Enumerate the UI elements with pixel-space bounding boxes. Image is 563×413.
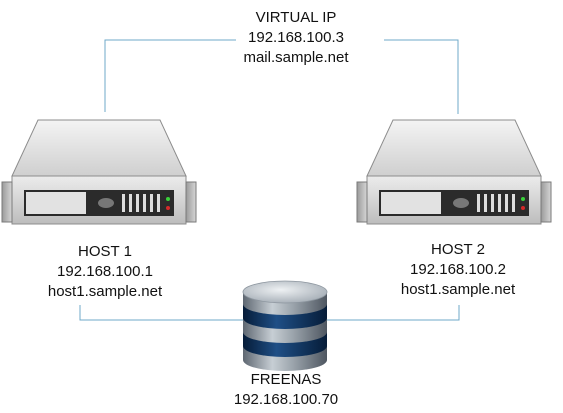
virtual-ip-title: VIRTUAL IP — [255, 9, 337, 26]
server-icon — [356, 119, 552, 225]
host1-label: HOST 1 192.168.100.1 host1.sample.net — [20, 242, 190, 302]
host2-hostname: host1.sample.net — [400, 281, 516, 298]
line-vip-host1 — [104, 39, 236, 112]
line-host1-nas — [79, 305, 248, 321]
host1-title: HOST 1 — [78, 243, 132, 260]
host2-ip: 192.168.100.2 — [410, 261, 506, 278]
host1-ip: 192.168.100.1 — [57, 263, 153, 280]
host2-title: HOST 2 — [431, 241, 485, 258]
line-vip-host2 — [384, 39, 459, 114]
connector-lines — [79, 39, 460, 321]
virtual-ip-label: VIRTUAL IP 192.168.100.3 mail.sample.net — [181, 8, 411, 68]
freenas-title: FREENAS — [250, 371, 322, 388]
host1-hostname: host1.sample.net — [47, 283, 163, 300]
server-icon — [1, 119, 197, 225]
database-icon — [242, 280, 328, 371]
freenas-label: FREENAS 192.168.100.70 — [196, 370, 376, 410]
freenas-ip: 192.168.100.70 — [233, 391, 339, 408]
virtual-ip-address: 192.168.100.3 — [248, 29, 344, 46]
virtual-ip-hostname: mail.sample.net — [243, 49, 349, 66]
host2-label: HOST 2 192.168.100.2 host1.sample.net — [373, 240, 543, 300]
line-host2-nas — [324, 305, 460, 321]
